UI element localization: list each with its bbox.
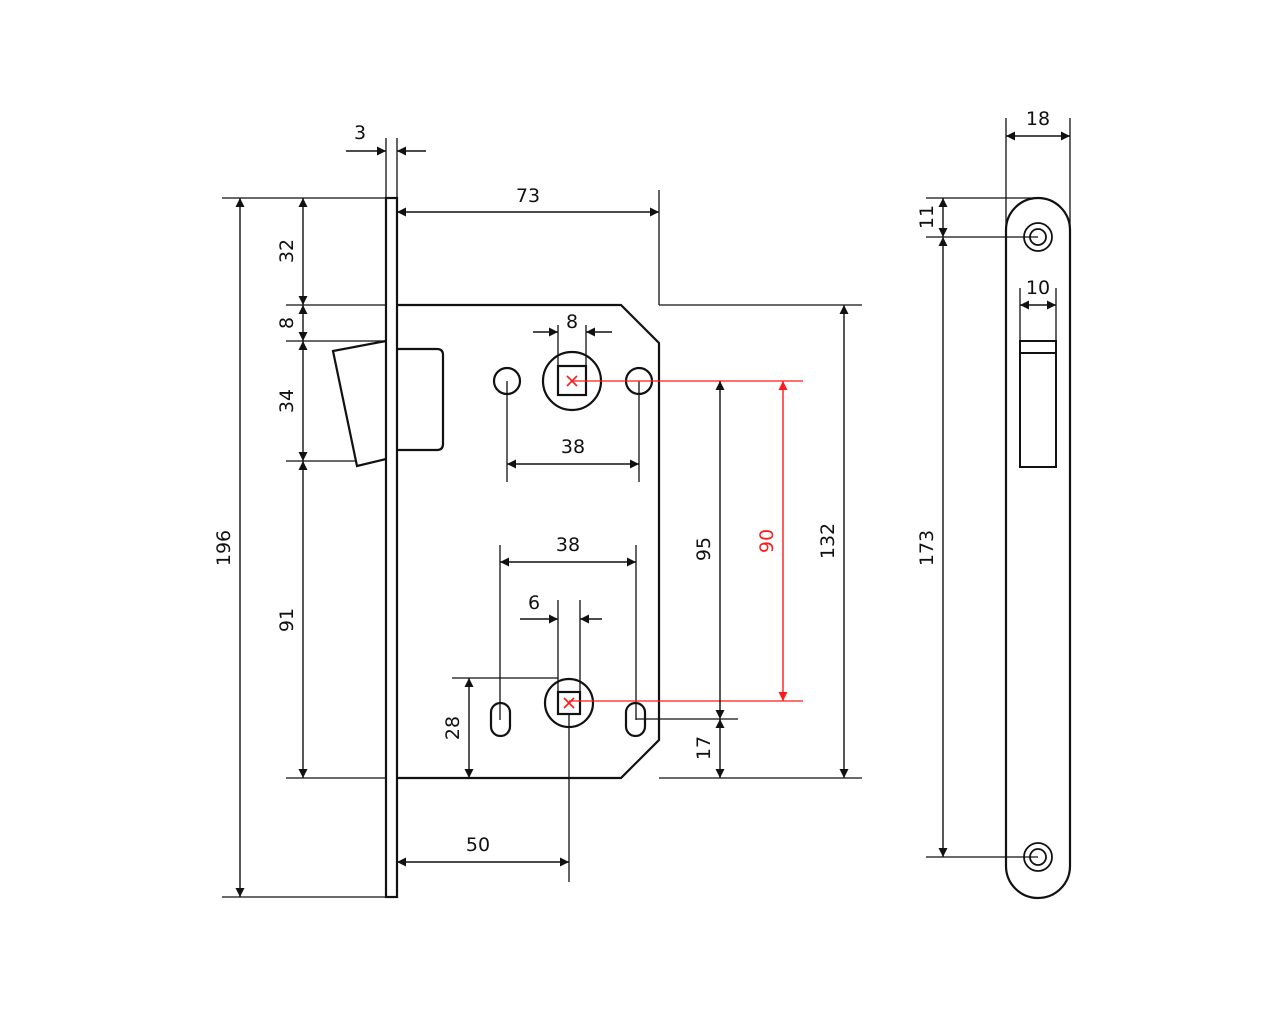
faceplate — [384, 196, 399, 899]
label-upper-square: 8 — [566, 311, 578, 333]
label-center-distance: 90 — [756, 529, 778, 553]
side-bolt-slot — [1019, 340, 1057, 468]
label-upper-hole-spacing: 38 — [561, 436, 585, 458]
latch-bolt — [331, 339, 387, 468]
side-dimension-lines — [938, 131, 1070, 857]
label-backset: 50 — [466, 834, 490, 856]
label-latch-to-bottom: 91 — [276, 608, 298, 632]
label-hole-to-bottom: 17 — [693, 736, 715, 760]
side-view — [1004, 196, 1072, 900]
label-body-depth: 73 — [516, 185, 540, 207]
side-faceplate — [1004, 196, 1072, 900]
label-lower-square: 6 — [528, 592, 540, 614]
label-faceplate-thickness: 3 — [354, 122, 366, 144]
label-top-to-body: 32 — [276, 239, 298, 263]
extension-lines — [222, 138, 862, 898]
side-dimension-labels: 18 11 10 173 — [916, 108, 1050, 566]
label-spindle-to-spindle: 95 — [693, 537, 715, 561]
dimension-labels: 3 73 196 32 8 34 91 8 38 38 6 28 95 90 1… — [213, 122, 839, 856]
label-plate-width: 18 — [1026, 108, 1050, 130]
dead-bolt — [397, 347, 445, 452]
spindle-centerlines — [563, 375, 803, 709]
front-view — [331, 196, 661, 899]
label-screw-to-screw: 173 — [916, 530, 938, 566]
label-body-height: 132 — [817, 523, 839, 559]
label-bolt-width: 10 — [1026, 277, 1050, 299]
label-lower-to-bottom: 28 — [442, 716, 464, 740]
label-total-height: 196 — [213, 530, 235, 566]
label-latch-height: 34 — [276, 389, 298, 413]
label-top-to-screw: 11 — [916, 205, 938, 229]
lock-body — [397, 303, 661, 780]
dimension-lines — [235, 146, 849, 897]
label-body-to-latch: 8 — [276, 317, 298, 329]
label-lower-hole-spacing: 38 — [556, 534, 580, 556]
